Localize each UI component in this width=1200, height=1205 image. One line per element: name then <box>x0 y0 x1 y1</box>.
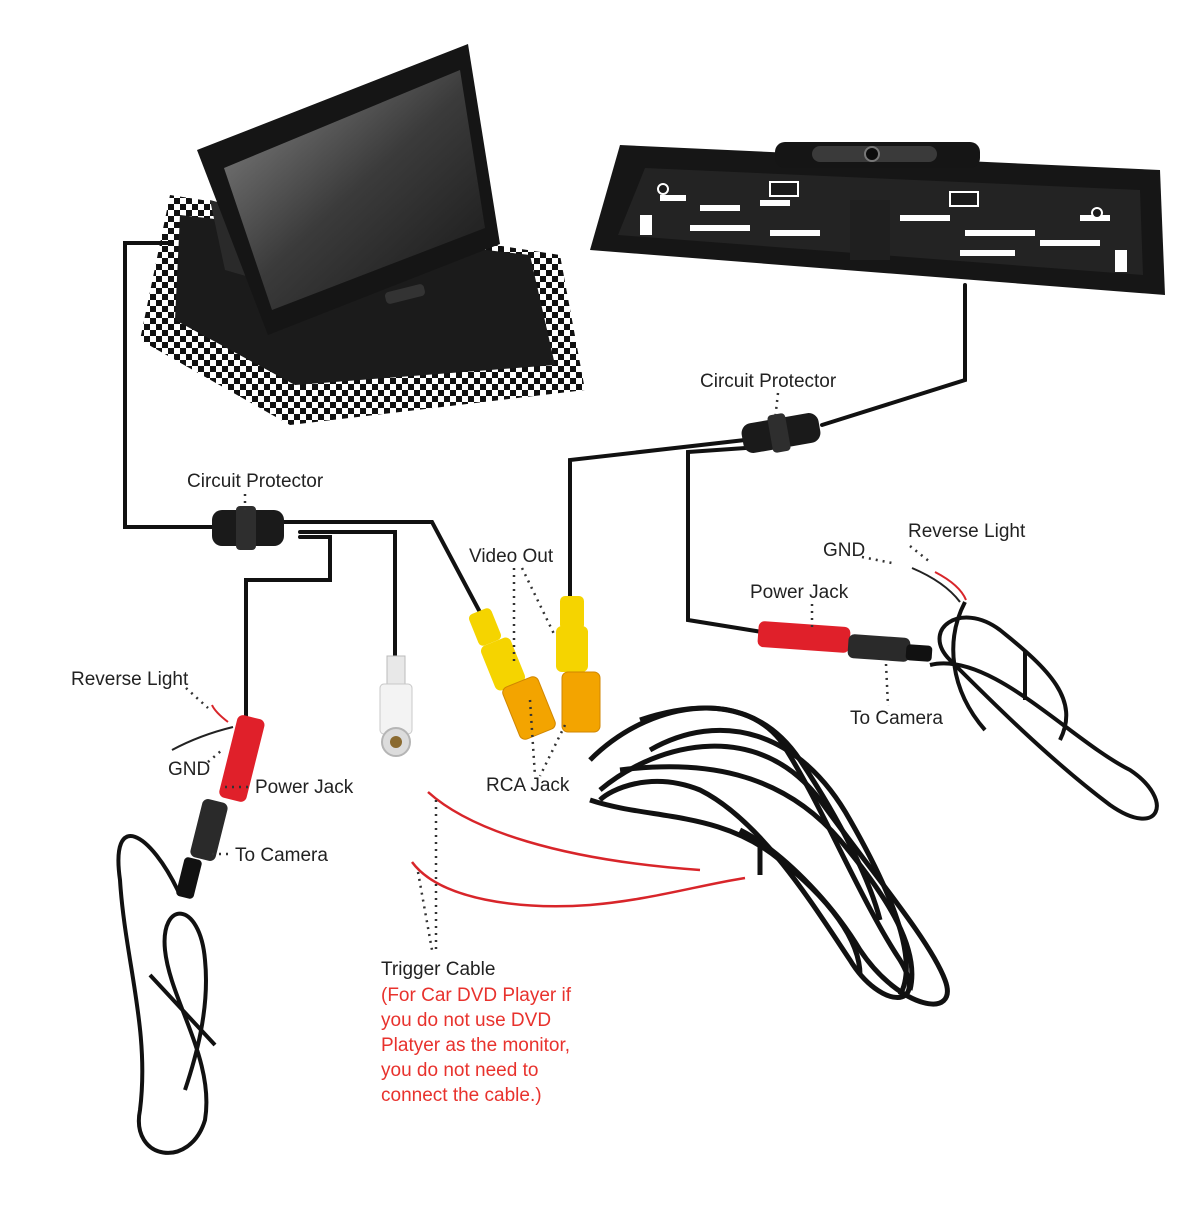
right-camera-cable-loop <box>929 601 1159 821</box>
license-plate-camera <box>590 142 1165 295</box>
plate-slots <box>640 181 1127 272</box>
left-camera-cable-loop <box>116 834 217 1155</box>
monitor-button <box>384 284 426 304</box>
circuit-protector-left-band <box>236 506 256 550</box>
gnd-right-label: GND <box>823 540 866 561</box>
camera-drop-cable <box>820 283 967 427</box>
power-jack-left-label: Power Jack <box>255 777 354 798</box>
trigger-note-line: (For Car DVD Player if <box>381 985 572 1006</box>
right-branch-video <box>568 438 747 602</box>
left-power-jack <box>176 715 265 899</box>
monitor <box>140 44 585 425</box>
right-cable-assembly <box>568 283 967 634</box>
trigger-note-line: Platyer as the monitor, <box>381 1035 571 1056</box>
rca-jack-label: RCA Jack <box>486 775 570 796</box>
right-loose-wires <box>911 567 967 603</box>
gnd-left-label: GND <box>168 759 211 780</box>
left-cable-assembly <box>123 241 484 720</box>
trigger-note-line: connect the cable.) <box>381 1085 542 1106</box>
to-camera-right-label: To Camera <box>850 708 943 729</box>
rca-yellow-right <box>556 596 588 672</box>
trigger-cable-note: (For Car DVD Player if you do not use DV… <box>381 983 571 1108</box>
right-power-jack <box>757 621 933 662</box>
trigger-wire-1 <box>427 791 701 872</box>
rca-orange-left <box>502 676 556 740</box>
trigger-wires <box>410 791 746 908</box>
monitor-screen <box>224 70 485 310</box>
left-branch-main <box>278 520 484 618</box>
rca-orange-right <box>561 671 601 733</box>
video-out-label: Video Out <box>469 546 554 567</box>
extension-cable-coil <box>588 705 950 1007</box>
left-branch-2 <box>298 530 397 662</box>
to-camera-left-label: To Camera <box>235 845 328 866</box>
trigger-wire-2 <box>410 861 746 908</box>
monitor-cable <box>123 241 217 529</box>
circuit-protector-right-label: Circuit Protector <box>700 371 837 392</box>
reverse-light-right-label: Reverse Light <box>908 521 1026 542</box>
rca-yellow-left <box>469 608 526 691</box>
trigger-cable-label: Trigger Cable <box>381 959 496 980</box>
left-loose-wires <box>171 704 234 751</box>
reverse-light-left-label: Reverse Light <box>71 669 189 690</box>
power-jack-right-label: Power Jack <box>750 582 849 603</box>
right-branch-power <box>686 445 764 634</box>
trigger-note-line: you do not use DVD <box>381 1010 552 1031</box>
left-branch-3 <box>244 535 332 720</box>
circuit-protector-left-label: Circuit Protector <box>187 471 324 492</box>
circuit-protector-right-band <box>767 413 791 453</box>
leader-lines <box>185 392 931 951</box>
rca-white-plug <box>379 655 413 757</box>
trigger-note-line: you do not need to <box>381 1060 539 1081</box>
camera-lens <box>864 146 880 162</box>
